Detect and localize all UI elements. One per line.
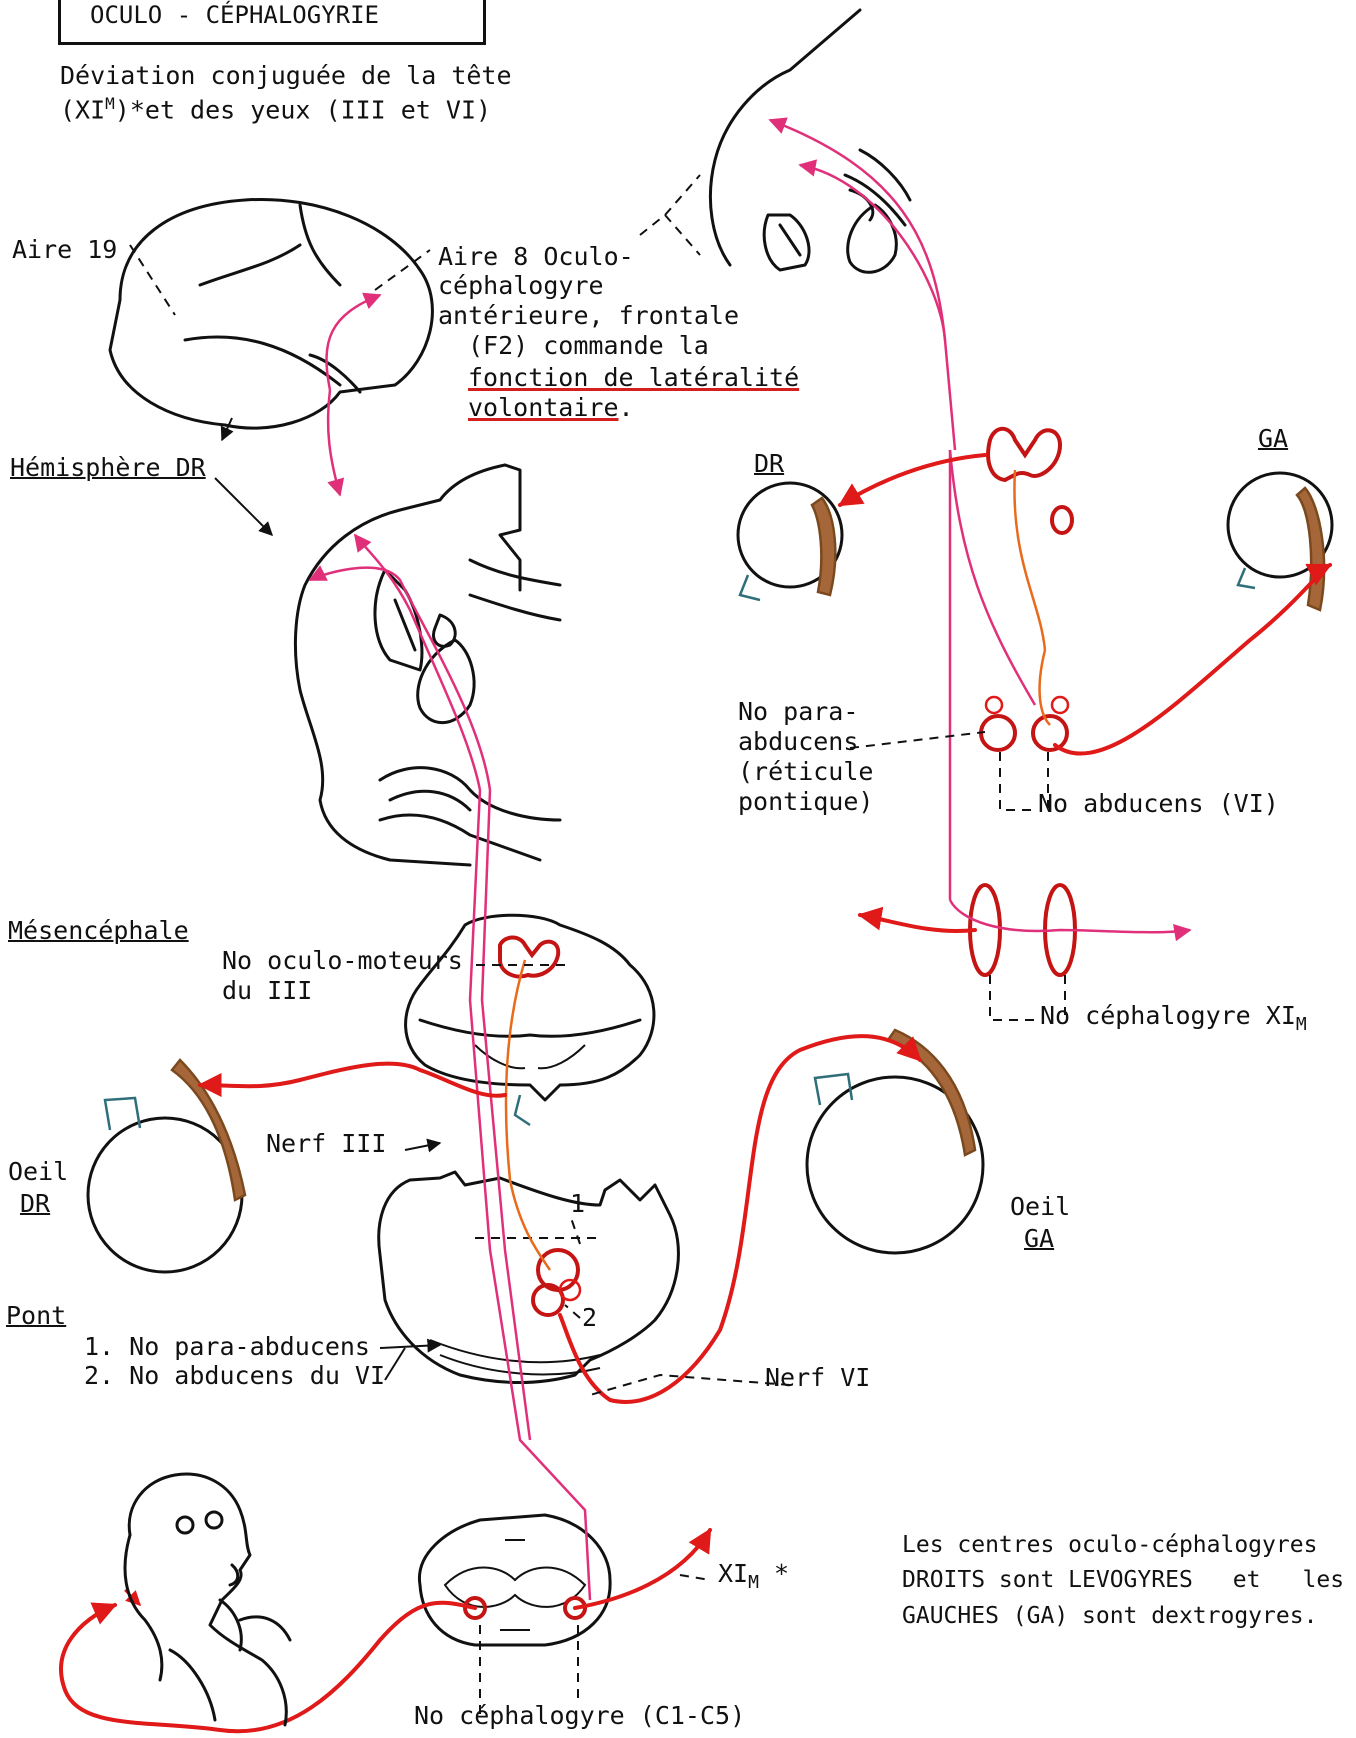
label-paraabducens-line4: pontique) [738, 788, 873, 817]
right-eye-small [738, 483, 842, 600]
label-hemisphere: Hémisphère DR [10, 454, 206, 483]
label-aire8-line6-end: . [619, 393, 634, 422]
label-aire8-line4: (F2) commande la [468, 332, 709, 361]
subtitle-line-2: (XIM)*et des yeux (III et VI) [60, 95, 491, 125]
label-xim-sub: M [748, 1572, 759, 1593]
note-line-2a: DROITS sont LEVOGYRES [902, 1567, 1193, 1593]
label-pont: Pont [6, 1302, 66, 1331]
pons-nuclei [533, 1250, 580, 1315]
note-line-1: Les centres oculo-céphalogyres [902, 1532, 1317, 1558]
label-oeil-dr-line1: Oeil [8, 1158, 68, 1187]
subtitle-post: )*et des yeux (III et VI) [115, 95, 491, 124]
label-aire8-line1: Aire 8 Oculo- [438, 243, 634, 272]
note-line-3: GAUCHES (GA) sont dextrogyres. [902, 1603, 1317, 1629]
label-nerf-vi: Nerf VI [765, 1364, 870, 1393]
note-line-2c: les [1303, 1567, 1345, 1593]
label-aire-19: Aire 19 [12, 236, 117, 265]
label-cephalogyre-c1-c5: No céphalogyre (C1-C5) [414, 1702, 745, 1731]
label-oculomoteurs-line2: du III [222, 977, 312, 1006]
label-aire8-line2: céphalogyre [438, 272, 604, 301]
pont-list-item-2: 2. No abducens du VI [84, 1362, 385, 1391]
subtitle-sup: M [105, 94, 115, 113]
label-oeil-ga-line2: GA [1024, 1225, 1054, 1254]
label-abducens-vi: No abducens (VI) [1038, 790, 1279, 819]
coronal-section-middle [215, 465, 560, 865]
label-ga-right-panel: GA [1258, 425, 1288, 454]
subtitle-line-1: Déviation conjuguée de la tête [60, 62, 512, 91]
pons-section [379, 1172, 679, 1383]
label-xim-main: XI [718, 1559, 748, 1588]
label-mesencephale: Mésencéphale [8, 917, 189, 946]
label-xim-star: * [759, 1559, 789, 1588]
label-oculomoteurs-line1: No oculo-moteurs [222, 947, 463, 976]
spinal-cord-section [419, 1515, 610, 1645]
left-eye-large [807, 1030, 983, 1253]
label-paraabducens-line2: abducens [738, 728, 858, 757]
label-nerf-iii: Nerf III [266, 1130, 386, 1159]
pont-list-item-1: 1. No para-abducens [84, 1333, 370, 1362]
page-title: OCULO - CÉPHALOGYRIE [90, 2, 379, 30]
pink-pathways [310, 120, 1190, 1600]
subtitle-pre: (XI [60, 95, 105, 124]
oculomotor-nucleus-right-panel [970, 429, 1075, 975]
label-num-2: 2 [582, 1304, 597, 1333]
label-cephalogyre-xi-main: No céphalogyre XI [1040, 1001, 1296, 1030]
label-aire8-line5: fonction de latéralité [468, 364, 799, 393]
label-oeil-dr-line2: DR [20, 1190, 50, 1219]
label-paraabducens-line1: No para- [738, 698, 858, 727]
label-aire8-line6-text: volontaire [468, 393, 619, 422]
label-aire8-line6: volontaire. [468, 394, 634, 423]
label-dr-right-panel: DR [754, 450, 784, 479]
head-profile-drawing [125, 1474, 290, 1725]
label-cephalogyre-xi: No céphalogyre XIM [1040, 1002, 1307, 1036]
label-paraabducens-line3: (réticule [738, 758, 873, 787]
label-xim: XIM * [718, 1560, 789, 1594]
label-cephalogyre-xi-sub: M [1296, 1014, 1307, 1035]
lateral-brain-drawing [110, 199, 432, 440]
coronal-section-right [640, 10, 910, 272]
right-eye-large [88, 1060, 245, 1272]
label-num-1: 1 [570, 1190, 585, 1219]
label-aire8-line3: antérieure, frontale [438, 302, 739, 331]
note-line-2b: et [1233, 1567, 1261, 1593]
left-eye-small [1228, 473, 1332, 610]
note-line-2: DROITS sont LEVOGYRES et les [902, 1567, 1344, 1593]
oculomotor-nucleus [500, 938, 558, 977]
label-oeil-ga-line1: Oeil [1010, 1193, 1070, 1222]
